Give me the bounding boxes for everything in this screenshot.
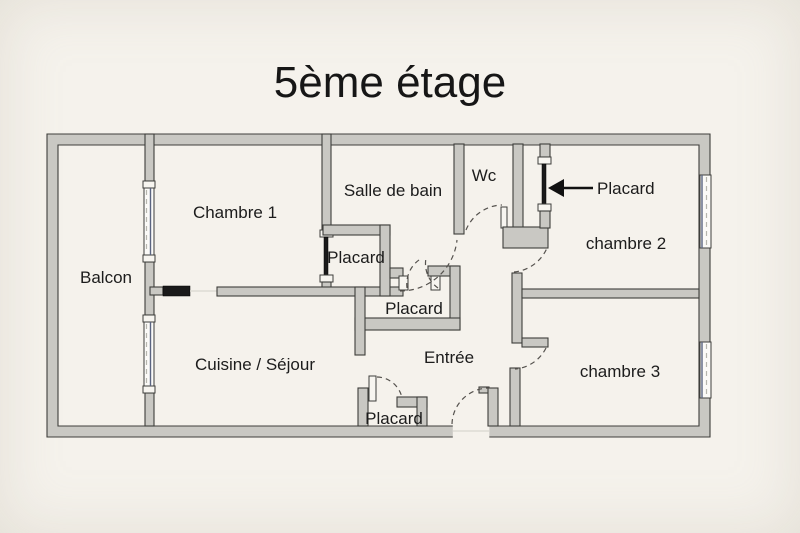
window-jamb (142, 314, 156, 323)
wall-segment (521, 337, 549, 348)
balcony-window-upper (143, 187, 155, 256)
chambre1-sdb-wall (319, 133, 334, 294)
left-arrow-icon (548, 179, 564, 197)
page-title: 5ème étage (274, 58, 506, 107)
wall-segment (539, 143, 551, 158)
balcony-divider-wall (142, 133, 156, 427)
door-jamb (500, 206, 508, 229)
wc-walls (453, 143, 552, 249)
closet-door-leaf (368, 375, 377, 402)
door-jamb (537, 203, 552, 212)
room-label-wc: Wc (472, 166, 497, 185)
placard-door-swing-arc (424, 257, 439, 289)
wall-segment (521, 288, 700, 299)
placard-door-swing-arc (376, 376, 403, 399)
outer-wall-frame (46, 133, 711, 438)
sdb-placard-walls (322, 224, 391, 297)
chambre2-window (699, 174, 712, 249)
door-jamb (319, 274, 334, 283)
window-jamb (142, 385, 156, 394)
wall-segment (539, 210, 551, 229)
room-label-cuisine-sejour: Cuisine / Séjour (195, 355, 315, 374)
room-label-chambre-1: Chambre 1 (193, 203, 277, 222)
wall-segment (354, 317, 461, 331)
entrance-door-swing-arc (451, 387, 490, 425)
chambre3-door-swing-arc (514, 347, 547, 370)
placard-door-swing-arc (406, 257, 423, 289)
wall-segment (144, 392, 155, 427)
wall-segment (502, 226, 549, 249)
room-label-chambre-2: chambre 2 (586, 234, 666, 253)
sliding-door (162, 285, 191, 297)
room-label-salle-de-bain: Salle de bain (344, 181, 442, 200)
wall-segment (389, 267, 404, 279)
closet-label-central: Placard (385, 299, 443, 318)
closet-label-entree: Placard (365, 409, 423, 428)
entree-placard-walls (357, 375, 428, 427)
wall-segment (453, 143, 465, 235)
sdb-door-swing-arc (399, 239, 458, 292)
closet-door (541, 163, 547, 205)
window-jamb (142, 254, 156, 263)
placard-annotation: Placard (548, 179, 655, 198)
room-label-entree: Entrée (424, 348, 474, 367)
balcony-window-lower (143, 321, 155, 387)
wall-segment (149, 286, 164, 296)
chambre3-window (699, 341, 712, 399)
placard-annotation-label: Placard (597, 179, 655, 198)
closet-label-sdb: Placard (327, 248, 385, 267)
wall-segment (357, 387, 369, 427)
chambre2-door-swing-arc (513, 247, 548, 273)
room-labels: Balcon Chambre 1 Salle de bain Wc chambr… (80, 166, 666, 428)
wall-segment (416, 396, 428, 427)
wall-segment (487, 387, 499, 427)
wall-segment (509, 367, 521, 427)
wall-segment (511, 272, 523, 344)
door-jamb (537, 156, 552, 165)
room-label-chambre-3: chambre 3 (580, 362, 660, 381)
wc-door-swing-arc (465, 204, 503, 231)
wall-segment (321, 133, 332, 231)
outer-walls (46, 133, 711, 439)
wall-segment (144, 133, 155, 182)
wall-segment (354, 286, 366, 356)
room-label-balcon: Balcon (80, 268, 132, 287)
entree-chambres-walls (478, 272, 700, 427)
wall-segment (512, 143, 524, 229)
exterior-windows (699, 174, 712, 399)
window-jamb (142, 180, 156, 189)
wall-segment (216, 286, 404, 297)
door-jamb (398, 275, 409, 291)
door-swing-arcs (376, 204, 548, 425)
wall-segment (379, 224, 391, 297)
